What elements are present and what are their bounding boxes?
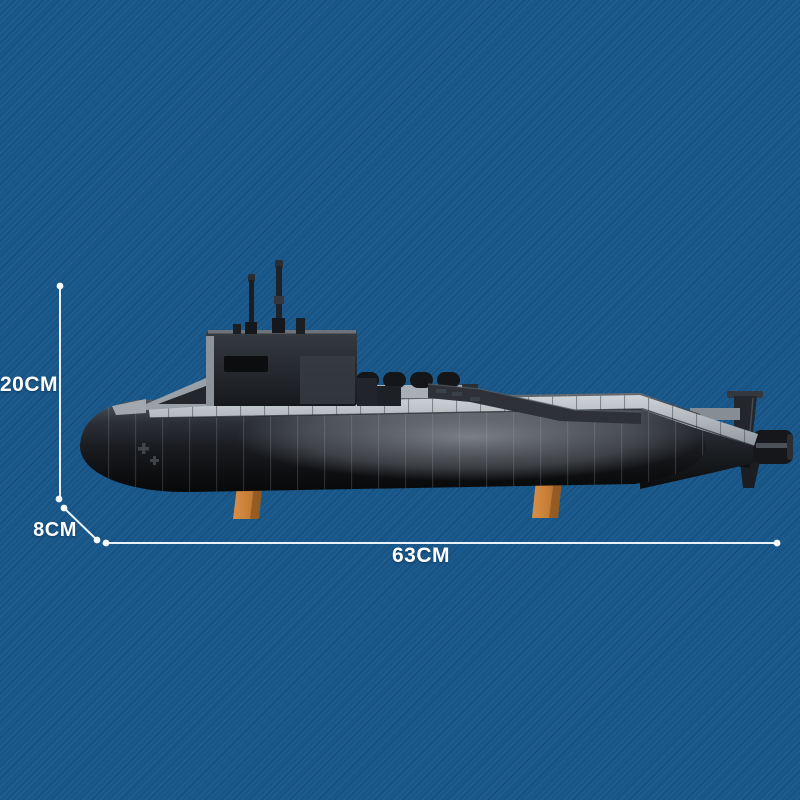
dimension-dot — [93, 536, 101, 544]
sail-aft-step — [357, 378, 377, 406]
aft-compartment — [427, 383, 642, 424]
dimension-dot — [60, 504, 68, 512]
sail-window — [224, 356, 268, 372]
sail-side-panel — [300, 356, 355, 404]
height-dimension-label: 20CM — [0, 373, 59, 396]
periscope-mast — [249, 280, 254, 332]
stand-shade — [549, 480, 562, 518]
stand-height-dimension-label: 8CM — [33, 519, 77, 541]
brick-stud — [436, 389, 446, 393]
deck-lower-edge — [149, 408, 755, 447]
display-stand-rear — [532, 480, 562, 518]
missile-hatch-dome — [383, 372, 406, 388]
periscope-base — [245, 322, 257, 334]
cross-detail — [138, 447, 149, 451]
aft-compartment-highlight — [427, 383, 642, 413]
dimension-lines — [59, 286, 778, 544]
sail-front-strip — [206, 336, 214, 406]
antenna-stub — [296, 318, 305, 334]
length-dimension-label: 63CM — [391, 544, 451, 567]
missile-hatch-dome — [437, 372, 460, 388]
missile-hatch-dome — [410, 372, 433, 388]
bow-deck-block — [112, 399, 146, 415]
brick-stud — [452, 392, 462, 396]
cross-detail — [150, 459, 159, 462]
rudder-edge-highlight — [749, 397, 754, 433]
hub-stripe — [756, 443, 790, 448]
foredeck-dark-steps — [158, 386, 206, 404]
stand-dimension-line — [63, 507, 98, 541]
torpedo-hatch-details — [138, 443, 159, 465]
hub-end-cap — [787, 434, 793, 460]
sail-aft-step-low — [377, 386, 401, 406]
dimension-dots — [55, 282, 781, 547]
dimension-dot — [102, 539, 110, 547]
brick-stud — [470, 397, 480, 401]
periscope-masts — [233, 260, 305, 334]
mast-collar — [274, 296, 284, 304]
dimension-dot — [773, 539, 781, 547]
periscope-base — [272, 318, 285, 333]
mast-stub — [233, 324, 241, 334]
aft-compartment-body — [428, 384, 641, 424]
dimension-dot — [55, 495, 63, 503]
dimension-dot — [56, 282, 64, 290]
conning-tower — [206, 330, 401, 406]
